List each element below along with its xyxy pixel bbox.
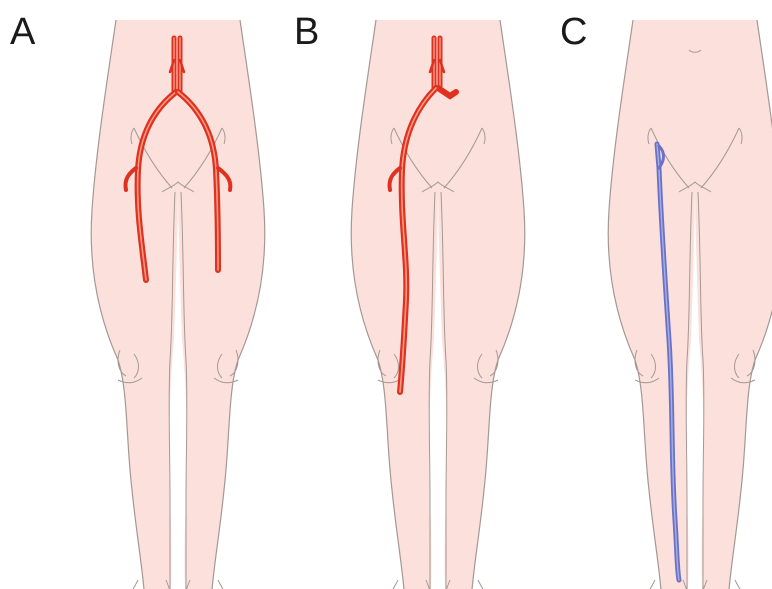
leg-silhouette xyxy=(351,20,525,589)
panel-label-b: B xyxy=(294,10,319,54)
panel-label-c: C xyxy=(560,10,587,54)
leg-silhouette xyxy=(91,20,265,589)
panel-c xyxy=(608,20,772,589)
panel-b xyxy=(351,20,525,589)
panel-label-a: A xyxy=(10,10,35,54)
panel-a xyxy=(91,20,265,589)
leg-silhouette xyxy=(608,20,772,589)
